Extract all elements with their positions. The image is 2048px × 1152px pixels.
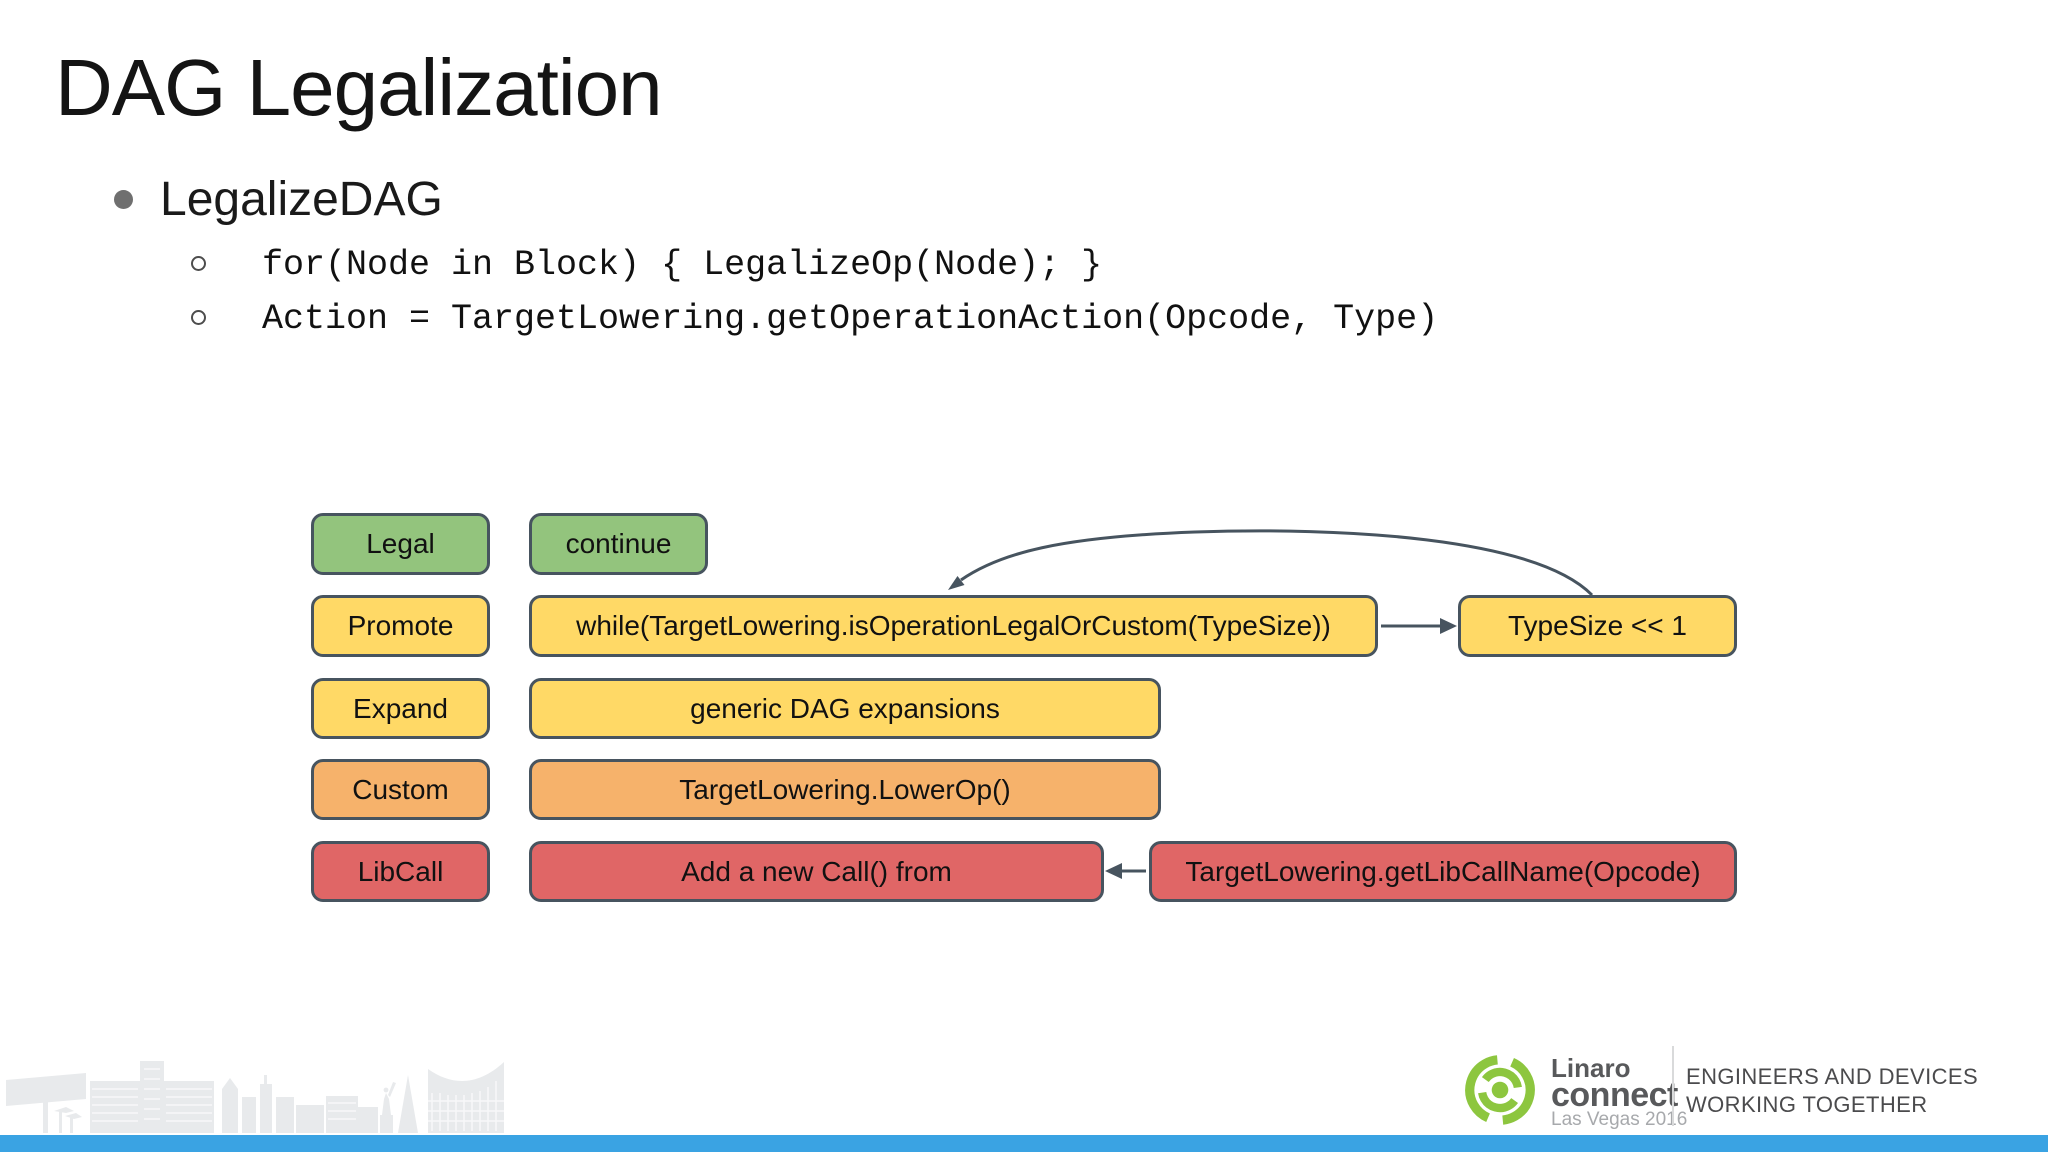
flow-box-promote: Promote — [311, 595, 490, 657]
footer-tagline: ENGINEERS AND DEVICES WORKING TOGETHER — [1686, 1063, 1978, 1119]
flow-box-libcall: LibCall — [311, 841, 490, 902]
flow-box-continue: continue — [529, 513, 708, 575]
arrowhead-right-icon — [1440, 618, 1457, 634]
flow-box-getlibcallname: TargetLowering.getLibCallName(Opcode) — [1149, 841, 1737, 902]
flow-box-typesize-shift: TypeSize << 1 — [1458, 595, 1737, 657]
flow-box-legal: Legal — [311, 513, 490, 575]
linaro-connect-logo-icon — [1465, 1055, 1535, 1125]
flow-box-generic-expansions: generic DAG expansions — [529, 678, 1161, 739]
linaro-wordmark: Linaro — [1551, 1053, 1631, 1083]
flow-box-lowerop: TargetLowering.LowerOp() — [529, 759, 1161, 820]
code-line-for-loop: for(Node in Block) { LegalizeOp(Node); } — [262, 245, 1103, 285]
bullet-dot — [114, 190, 133, 209]
footer-divider — [1672, 1046, 1674, 1126]
bottom-blue-bar — [0, 1135, 2048, 1152]
flow-box-add-call: Add a new Call() from — [529, 841, 1104, 902]
las-vegas-skyline-watermark — [6, 1061, 504, 1133]
arrowhead-curve-icon — [948, 576, 965, 590]
sub-bullet-circle — [191, 256, 206, 271]
flow-box-custom: Custom — [311, 759, 490, 820]
page-title: DAG Legalization — [55, 43, 663, 132]
arrow-typesize-back-to-while — [960, 529, 1594, 597]
code-line-action: Action = TargetLowering.getOperationActi… — [262, 299, 1439, 339]
connect-wordmark: connect — [1551, 1076, 1678, 1114]
tagline-line-1: ENGINEERS AND DEVICES — [1686, 1064, 1979, 1089]
event-name: Las Vegas 2016 — [1551, 1109, 1688, 1130]
arrowhead-left-icon — [1105, 863, 1122, 879]
bullet-label: LegalizeDAG — [160, 173, 443, 226]
tagline-line-2: WORKING TOGETHER — [1686, 1092, 1928, 1118]
sub-bullet-circle — [191, 310, 206, 325]
flow-box-expand: Expand — [311, 678, 490, 739]
flow-box-while-loop: while(TargetLowering.isOperationLegalOrC… — [529, 595, 1378, 657]
